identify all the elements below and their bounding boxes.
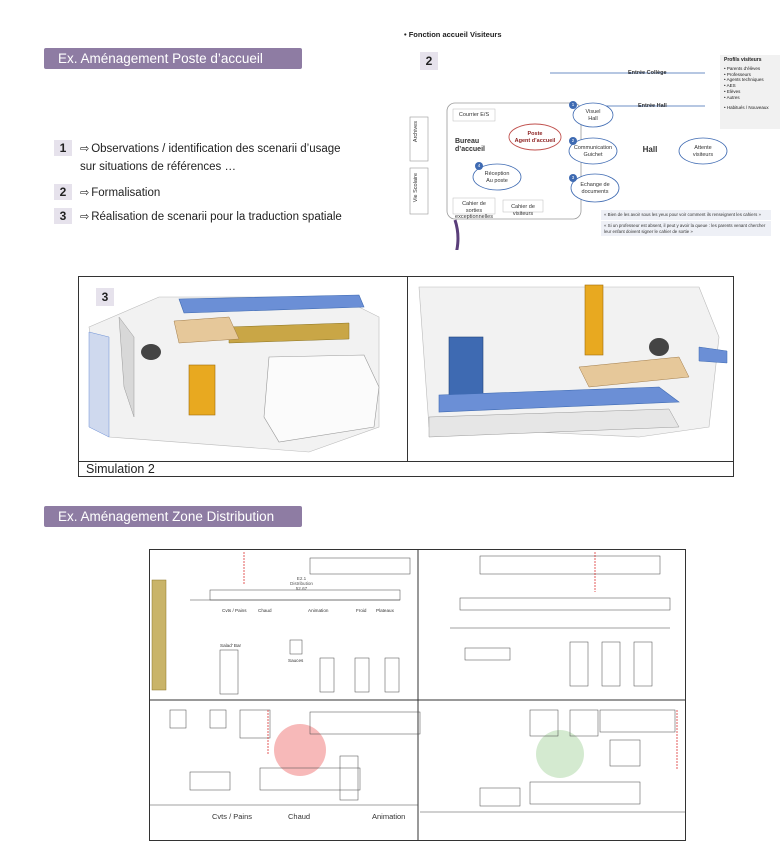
label-entree-college: Entrée Collège xyxy=(628,70,667,76)
profil-item: • Habitués / Nouveaux xyxy=(724,104,769,110)
step-num-3: 3 xyxy=(571,175,575,180)
profil-item: • Agents techniques xyxy=(724,77,764,83)
frame-divider xyxy=(407,277,408,461)
step-num-1: 1 xyxy=(571,102,575,107)
step-text: ⇨Formalisation xyxy=(80,187,161,199)
label-distribution: E2.1 Distribution 52.67 xyxy=(290,576,313,591)
label-animation-large: Animation xyxy=(372,812,406,821)
label-cvts: Cvts / Pains xyxy=(222,608,247,613)
quote-1: « Bien de les avoir sous les yeux pour v… xyxy=(601,210,771,220)
label-echange: Echange de documents xyxy=(580,182,610,195)
simulation-render xyxy=(88,284,728,453)
step-2: 2 ⇨Formalisation xyxy=(54,184,160,202)
label-cahier-sorties: Cahier de sorties exceptionnelles xyxy=(455,201,493,220)
label-salad-bar: Salad' Bar xyxy=(220,643,242,648)
step-3: 3 ⇨Réalisation de scenarii pour la tradu… xyxy=(54,208,342,226)
label-hall: Hall xyxy=(642,145,658,154)
label-chaud-large: Chaud xyxy=(288,812,311,821)
profil-item: • Parents d’élèves xyxy=(724,65,761,71)
flow-diagram-shapes xyxy=(409,72,728,250)
section-title-distribution: Ex. Aménagement Zone Distribution xyxy=(44,506,302,527)
profil-item: • Autres xyxy=(724,94,740,100)
label-chaud: Chaud xyxy=(258,608,272,613)
label-cvts-large: Cvts / Pains xyxy=(212,812,253,821)
simulation-frame: Simulation 2 xyxy=(78,276,734,477)
label-cahier-visiteurs: Cahier de visiteurs xyxy=(511,204,535,217)
label-plateaux: Plateaux xyxy=(376,608,394,613)
label-froid: Froid xyxy=(356,608,367,613)
quote-2: « Si un professeur est absent, il peut y… xyxy=(601,221,771,236)
step-num-4: 4 xyxy=(477,163,481,168)
label-sauces: Sauces xyxy=(288,658,304,663)
label-bureau: Bureau d’accueil xyxy=(455,138,485,153)
label-animation: Animation xyxy=(308,608,329,613)
profil-item: • Elèves xyxy=(724,88,741,94)
profil-item: • AES xyxy=(724,83,736,89)
diagram-badge: 2 xyxy=(420,52,438,70)
label-visuel: Visuel Hall xyxy=(585,109,601,122)
flow-diagram: Entrée Collège Entrée Hall Archives Vie … xyxy=(405,55,780,250)
step-1: 1 ⇨Observations / identification des sce… xyxy=(54,140,341,176)
step-text: ⇨Observations / identification des scena… xyxy=(80,143,341,173)
label-reception: Réception Au poste xyxy=(484,171,510,184)
label-courrier: Courrier E/S xyxy=(458,112,490,118)
label-communication: Communication Guichet xyxy=(573,145,613,158)
floor-plan-drawings xyxy=(150,550,685,840)
step-number: 1 xyxy=(54,140,72,156)
step-number: 2 xyxy=(54,184,72,200)
distribution-plans: E2.1 Distribution 52.67 Cvts / Pains Cha… xyxy=(149,549,686,841)
caption-bar xyxy=(79,461,733,476)
profils-box: Profils visiteurs • Parents d’élèves • P… xyxy=(720,55,780,129)
section-title-accueil: Ex. Aménagement Poste d’accueil xyxy=(44,48,302,69)
step-text: ⇨Réalisation de scenarii pour la traduct… xyxy=(80,211,342,223)
step-num-2: 2 xyxy=(571,138,575,143)
arrow-right-icon: ⇨ xyxy=(80,211,90,223)
profil-item: • Professeurs xyxy=(724,71,751,77)
arrow-right-icon: ⇨ xyxy=(80,143,90,155)
simulation-caption: Simulation 2 xyxy=(86,462,155,476)
diagram-heading: • Fonction accueil Visiteurs xyxy=(404,30,502,39)
arrow-right-icon: ⇨ xyxy=(80,187,90,199)
label-archives: Archives xyxy=(413,121,419,143)
label-vie-scolaire: Vie Scolaire xyxy=(413,173,419,203)
simulation-badge: 3 xyxy=(96,288,114,306)
step-number: 3 xyxy=(54,208,72,224)
label-poste: Poste Agent d’accueil xyxy=(514,131,556,144)
label-attente: Attente visiteurs xyxy=(692,145,714,158)
label-entree-hall: Entrée Hall xyxy=(638,103,667,109)
profils-title: Profils visiteurs xyxy=(724,57,762,63)
